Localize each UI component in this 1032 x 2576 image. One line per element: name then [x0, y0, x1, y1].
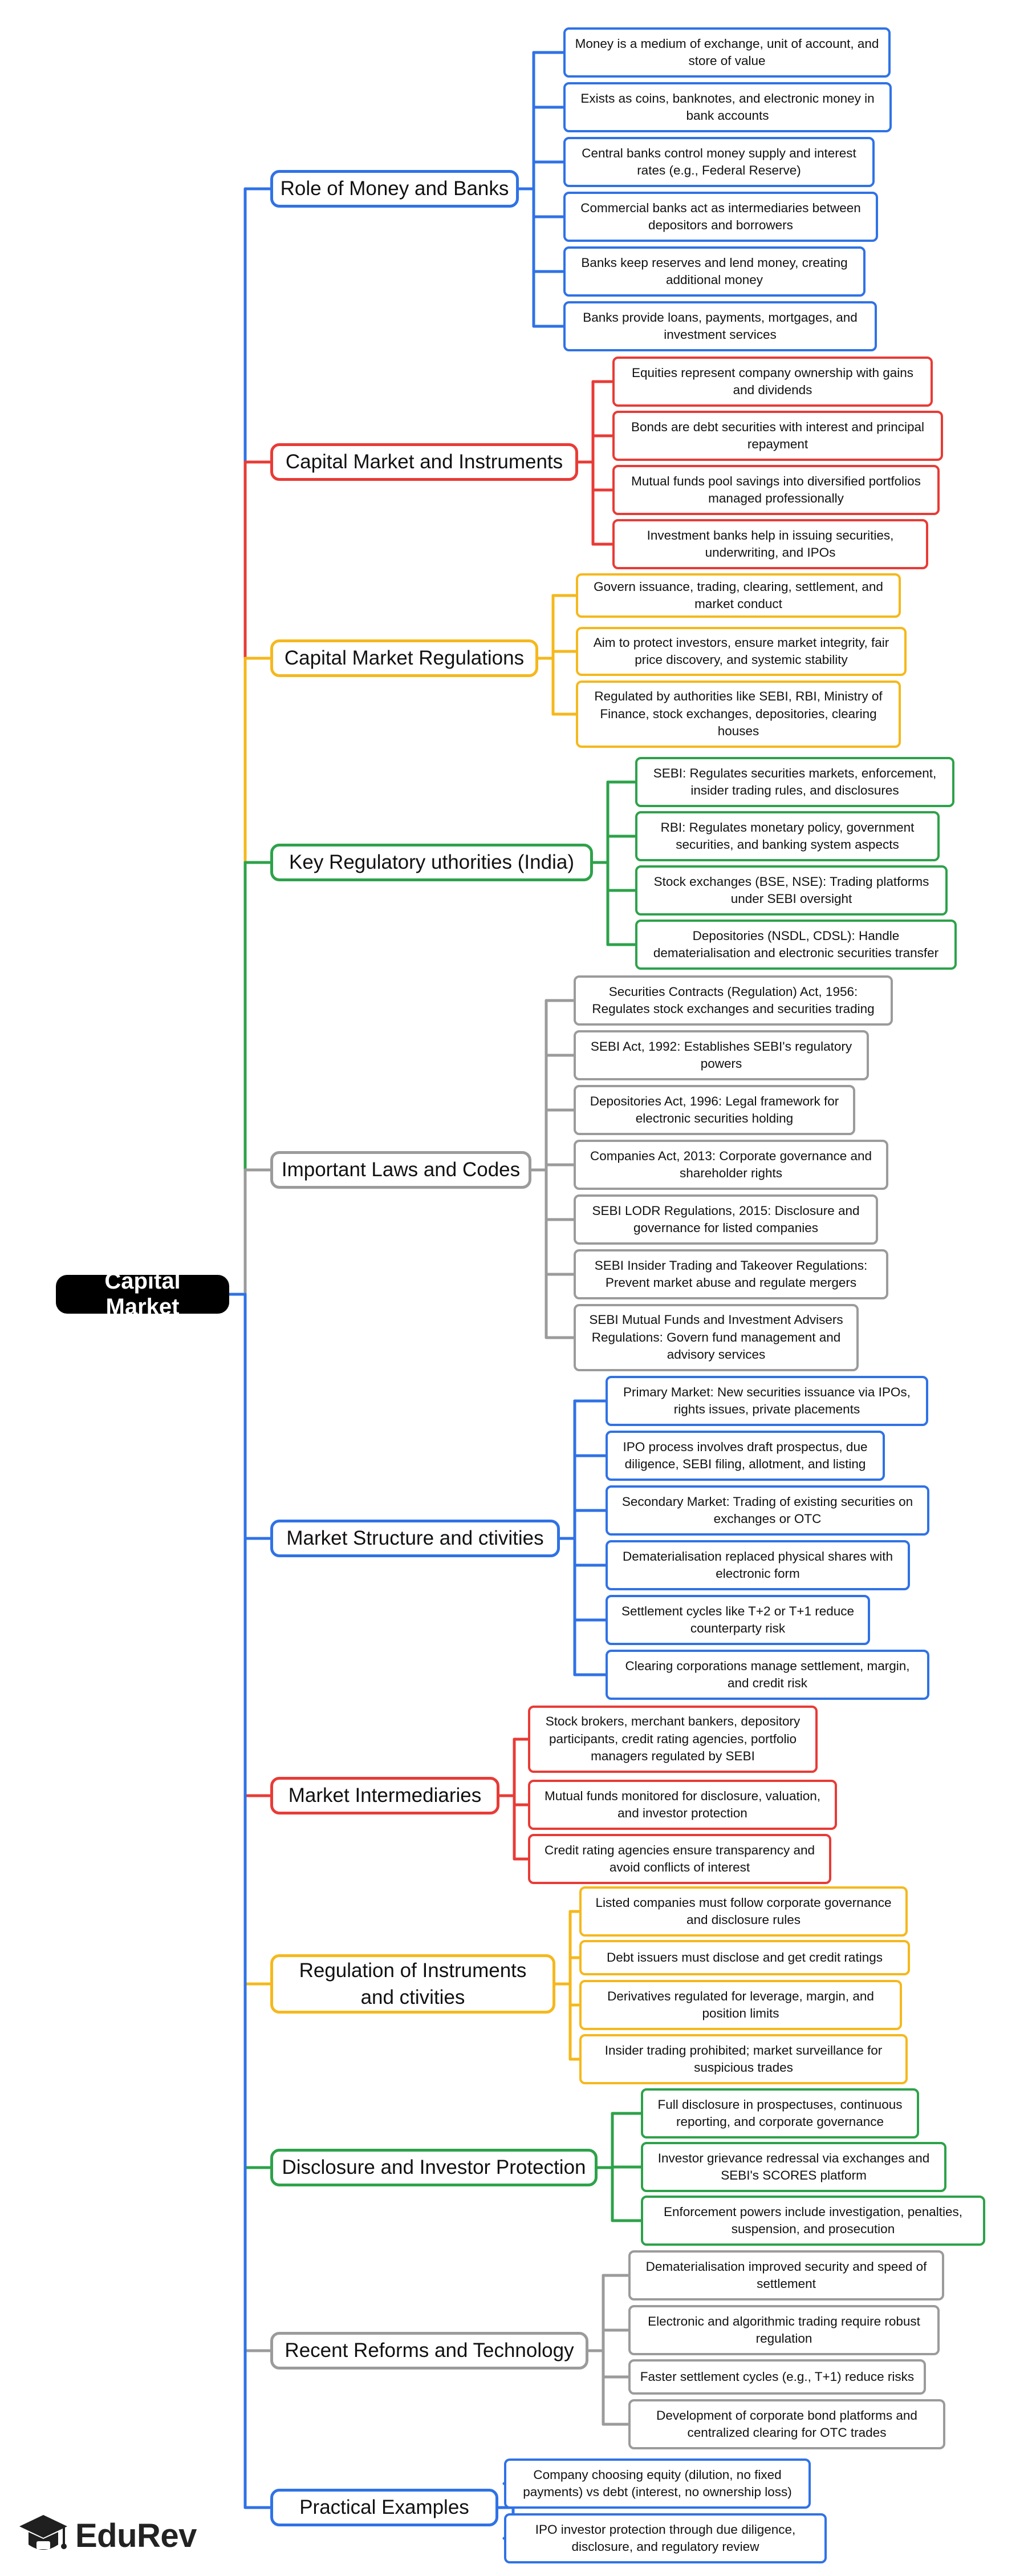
- leaf-node: Debt issuers must disclose and get credi…: [579, 1940, 910, 1975]
- leaf-node: Govern issuance, trading, clearing, sett…: [576, 573, 901, 618]
- leaf-node: Central banks control money supply and i…: [563, 137, 875, 187]
- branch-node: Practical Examples: [270, 2489, 498, 2526]
- leaf-node: Derivatives regulated for leverage, marg…: [579, 1980, 902, 2030]
- root-node: Capital Market: [56, 1269, 229, 1319]
- branch-node: Capital Market Regulations: [270, 639, 538, 677]
- leaf-node: Stock exchanges (BSE, NSE): Trading plat…: [635, 865, 948, 916]
- leaf-node: Investment banks help in issuing securit…: [612, 519, 928, 569]
- leaf-node: Full disclosure in prospectuses, continu…: [641, 2088, 919, 2138]
- leaf-node: Electronic and algorithmic trading requi…: [628, 2305, 940, 2355]
- leaf-node: Mutual funds monitored for disclosure, v…: [528, 1780, 837, 1830]
- leaf-node: SEBI LODR Regulations, 2015: Disclosure …: [574, 1194, 878, 1245]
- leaf-node: Insider trading prohibited; market surve…: [579, 2034, 908, 2084]
- leaf-node: Secondary Market: Trading of existing se…: [606, 1485, 929, 1536]
- branch-node: Key Regulatory uthorities (India): [270, 844, 593, 881]
- leaf-node: IPO process involves draft prospectus, d…: [606, 1431, 885, 1481]
- branch-node: Market Intermediaries: [270, 1777, 499, 1814]
- leaf-node: SEBI Act, 1992: Establishes SEBI's regul…: [574, 1030, 869, 1080]
- leaf-node: SEBI Mutual Funds and Investment Adviser…: [574, 1304, 859, 1371]
- leaf-node: Settlement cycles like T+2 or T+1 reduce…: [606, 1595, 870, 1645]
- brand-name: EduRev: [75, 2517, 197, 2554]
- leaf-node: Credit rating agencies ensure transparen…: [528, 1834, 831, 1884]
- branch-node: Market Structure and ctivities: [270, 1520, 560, 1557]
- branch-node: Role of Money and Banks: [270, 170, 519, 208]
- leaf-node: Money is a medium of exchange, unit of a…: [563, 27, 891, 78]
- leaf-node: RBI: Regulates monetary policy, governme…: [635, 811, 940, 861]
- leaf-node: Faster settlement cycles (e.g., T+1) red…: [628, 2359, 926, 2395]
- leaf-node: Dematerialisation replaced physical shar…: [606, 1540, 910, 1590]
- leaf-node: Commercial banks act as intermediaries b…: [563, 192, 878, 242]
- branch-node: Disclosure and Investor Protection: [270, 2149, 598, 2186]
- leaf-node: Exists as coins, banknotes, and electron…: [563, 82, 892, 132]
- leaf-node: Development of corporate bond platforms …: [628, 2399, 945, 2449]
- leaf-node: Aim to protect investors, ensure market …: [576, 627, 907, 676]
- leaf-node: Banks provide loans, payments, mortgages…: [563, 301, 877, 351]
- graduation-cap-icon: [19, 2515, 67, 2550]
- leaf-node: Investor grievance redressal via exchang…: [641, 2142, 946, 2192]
- branch-node: Important Laws and Codes: [270, 1151, 531, 1189]
- branch-node: Capital Market and Instruments: [270, 443, 578, 481]
- leaf-node: Primary Market: New securities issuance …: [606, 1376, 928, 1426]
- branch-node: Recent Reforms and Technology: [270, 2332, 588, 2370]
- leaf-node: Listed companies must follow corporate g…: [579, 1886, 908, 1937]
- leaf-node: Company choosing equity (dilution, no fi…: [504, 2458, 811, 2509]
- leaf-node: SEBI Insider Trading and Takeover Regula…: [574, 1249, 888, 1299]
- branch-node: Regulation of Instruments and ctivities: [270, 1954, 555, 2014]
- leaf-node: Equities represent company ownership wit…: [612, 357, 933, 407]
- leaf-node: Dematerialisation improved security and …: [628, 2250, 944, 2300]
- leaf-node: SEBI: Regulates securities markets, enfo…: [635, 757, 954, 807]
- leaf-node: Mutual funds pool savings into diversifi…: [612, 465, 940, 515]
- edurev-logo: EduRev: [17, 2504, 197, 2567]
- leaf-node: Enforcement powers include investigation…: [641, 2196, 985, 2246]
- leaf-node: Companies Act, 2013: Corporate governanc…: [574, 1140, 888, 1190]
- leaf-node: Securities Contracts (Regulation) Act, 1…: [574, 975, 893, 1026]
- leaf-node: Bonds are debt securities with interest …: [612, 411, 943, 461]
- leaf-node: Stock brokers, merchant bankers, deposit…: [528, 1706, 818, 1773]
- leaf-node: IPO investor protection through due dili…: [504, 2513, 827, 2563]
- leaf-node: Banks keep reserves and lend money, crea…: [563, 246, 866, 297]
- leaf-node: Depositories (NSDL, CDSL): Handle demate…: [635, 920, 957, 970]
- leaf-node: Clearing corporations manage settlement,…: [606, 1650, 929, 1700]
- leaf-node: Regulated by authorities like SEBI, RBI,…: [576, 681, 901, 748]
- leaf-node: Depositories Act, 1996: Legal framework …: [574, 1085, 855, 1135]
